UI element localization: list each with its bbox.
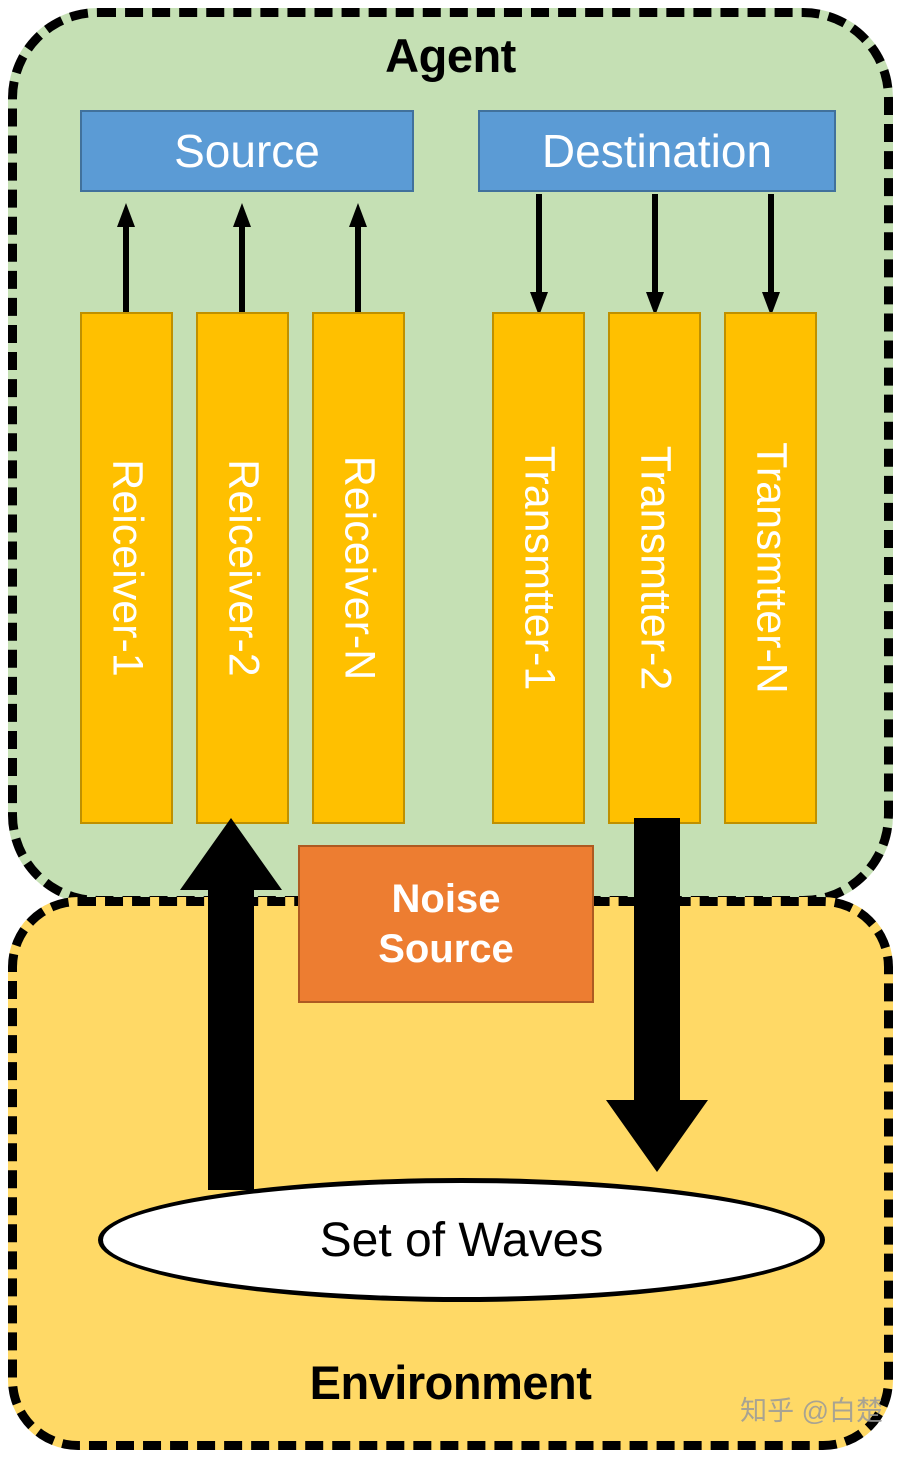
destination-to-transmitter-n-arrow-icon [759,194,783,316]
receiver-bar-n[interactable]: Reiceiver-N [312,312,405,824]
set-of-waves-label: Set of Waves [319,1213,604,1267]
receiver-bar-1-label: Reiceiver-1 [103,459,151,677]
noise-source-box[interactable]: Noise Source [298,845,594,1003]
receiver-bar-n-label: Reiceiver-N [335,455,383,681]
transmitter-bar-n-label: Transmtter-N [747,442,795,694]
downlink-channel-arrow-icon [606,818,708,1172]
noise-source-label-line2: Source [378,927,514,971]
receiver-bar-2-label: Reiceiver-2 [219,459,267,677]
transmitter-bar-1[interactable]: Transmtter-1 [492,312,585,824]
receiver-2-to-source-arrow-icon [230,203,254,315]
set-of-waves-ellipse[interactable]: Set of Waves [98,1178,825,1302]
environment-title: Environment [309,1356,592,1409]
transmitter-bar-n[interactable]: Transmtter-N [724,312,817,824]
destination-to-transmitter-1-arrow-icon [527,194,551,316]
receiver-1-to-source-arrow-icon [114,203,138,315]
source-box[interactable]: Source [80,110,414,192]
destination-box[interactable]: Destination [478,110,836,192]
destination-label: Destination [541,125,773,177]
watermark: 知乎 @白楚 [740,1396,883,1426]
transmitter-bar-2[interactable]: Transmtter-2 [608,312,701,824]
source-label: Source [174,125,320,177]
uplink-channel-arrow-icon [180,818,282,1190]
transmitter-bar-2-label: Transmtter-2 [631,445,679,691]
receiver-bar-2[interactable]: Reiceiver-2 [196,312,289,824]
receiver-bar-1[interactable]: Reiceiver-1 [80,312,173,824]
receiver-n-to-source-arrow-icon [346,203,370,315]
transmitter-bar-1-label: Transmtter-1 [515,445,563,691]
noise-source-label-line1: Noise [391,877,501,921]
destination-to-transmitter-2-arrow-icon [643,194,667,316]
agent-title: Agent [385,29,516,82]
